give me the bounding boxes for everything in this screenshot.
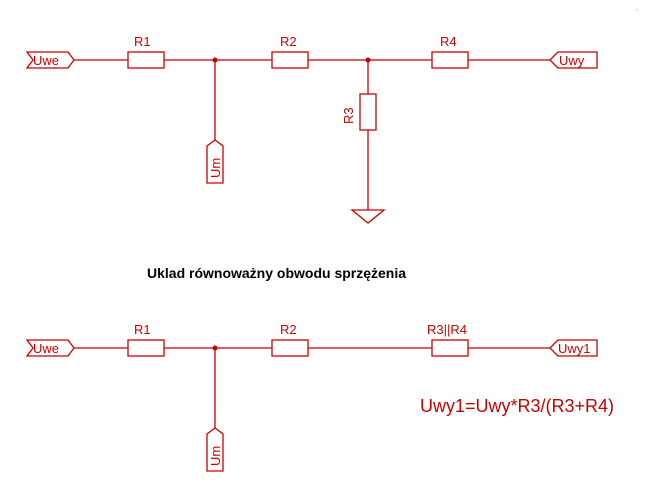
equivalent-circuit-title: Uklad równoważny obwodu sprzężenia — [147, 265, 406, 281]
resistor-r1-bottom-label: R1 — [134, 322, 151, 337]
port-uwy-top-label: Uwy — [559, 53, 585, 68]
voltage-formula: Uwy1=Uwy*R3/(R3+R4) — [420, 396, 614, 416]
resistor-r2-top: R2 — [271, 34, 309, 69]
port-um-bottom: Um — [206, 427, 224, 472]
port-uwe-bottom: Uwe — [25, 339, 75, 357]
resistor-r2-bottom-label: R2 — [280, 322, 297, 337]
corner-mark — [636, 9, 638, 11]
bottom-circuit: Uwe R1 Um R2 R3||R4 — [25, 322, 598, 472]
port-uwe-top-label: Uwe — [33, 53, 59, 68]
port-um-top: Um — [206, 139, 224, 184]
port-uwy1-bottom-label: Uwy1 — [558, 341, 591, 356]
port-uwy1-bottom: Uwy1 — [549, 339, 598, 357]
resistor-r2-top-label: R2 — [280, 34, 297, 49]
resistor-r1-top-label: R1 — [134, 34, 151, 49]
top-circuit: Uwe R1 Um R2 R3 — [25, 34, 598, 224]
resistor-r3-top-label: R3 — [341, 107, 356, 124]
resistor-r3-top: R3 — [341, 93, 377, 131]
resistor-r4-top: R4 — [431, 34, 469, 69]
port-uwe-bottom-label: Uwe — [33, 341, 59, 356]
resistor-r34-bottom: R3||R4 — [427, 322, 469, 357]
resistor-r2-bottom: R2 — [271, 322, 309, 357]
resistor-r1-top: R1 — [127, 34, 165, 69]
port-um-bottom-label: Um — [208, 446, 223, 466]
port-um-top-label: Um — [208, 158, 223, 178]
resistor-r1-bottom: R1 — [127, 322, 165, 357]
resistor-r4-top-label: R4 — [440, 34, 457, 49]
port-uwy-top: Uwy — [549, 51, 598, 69]
resistor-r34-bottom-label: R3||R4 — [427, 322, 467, 337]
ground-symbol — [350, 209, 386, 224]
port-uwe-top: Uwe — [25, 51, 75, 69]
